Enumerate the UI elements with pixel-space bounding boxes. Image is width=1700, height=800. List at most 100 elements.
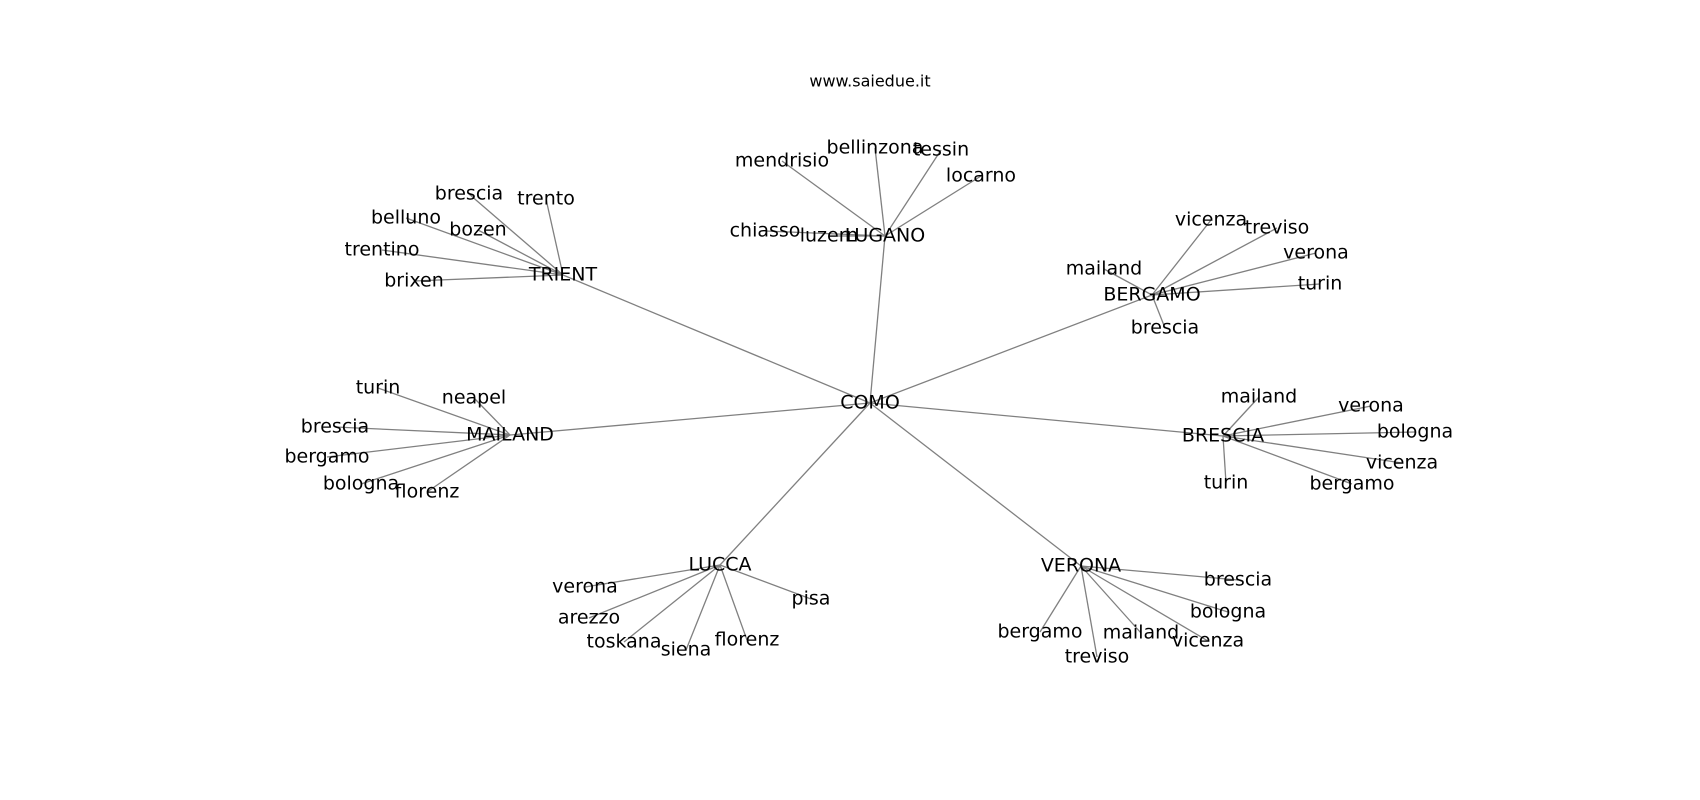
leaf-node-label-trient-brixen: brixen <box>384 270 444 292</box>
leaf-node-label-lugano-bellinzona: bellinzona <box>827 137 924 159</box>
edge-brescia-bergamo <box>1222 435 1353 485</box>
edge-mailand-bergamo <box>326 434 511 458</box>
leaf-node-label-bergamo-turin: turin <box>1298 273 1343 295</box>
edge-como-mailand <box>509 402 871 436</box>
edges <box>326 147 1416 658</box>
leaf-node-label-trient-belluno: belluno <box>371 207 441 229</box>
edge-verona-vicenza <box>1080 565 1209 642</box>
edge-mailand-bologna <box>360 434 511 485</box>
leaf-node-label-mailand-turin: turin <box>356 377 401 399</box>
site-title: www.saiedue.it <box>809 72 930 91</box>
edge-como-bergamo <box>869 294 1153 404</box>
edge-verona-treviso <box>1080 565 1098 658</box>
edge-bergamo-treviso <box>1151 227 1278 296</box>
edge-brescia-bologna <box>1222 431 1416 437</box>
edge-lucca-arezzo <box>588 564 721 619</box>
edge-verona-bologna <box>1080 565 1229 613</box>
edge-como-trient <box>562 274 871 404</box>
leaf-node-label-verona-mailand: mailand <box>1103 622 1179 644</box>
leaf-node-label-lucca-florenz: florenz <box>715 629 780 651</box>
edge-bergamo-turin <box>1151 283 1321 296</box>
edge-bergamo-vicenza <box>1151 219 1212 296</box>
leaf-node-label-brescia-bergamo: bergamo <box>1309 473 1394 495</box>
leaf-node-label-bergamo-brescia: brescia <box>1131 317 1199 339</box>
leaf-node-label-lucca-arezzo: arezzo <box>558 607 620 629</box>
edge-lugano-mendrisio <box>781 160 886 237</box>
edge-como-lucca <box>719 402 871 566</box>
leaf-node-label-lugano-tessin: tessin <box>913 139 969 161</box>
leaf-node-label-trient-brescia: brescia <box>435 183 503 205</box>
edge-trient-trentino <box>381 249 564 276</box>
leaf-node-label-mailand-bergamo: bergamo <box>284 446 369 468</box>
edge-lucca-siena <box>685 564 721 651</box>
leaf-node-label-lugano-chiasso: chiasso <box>730 220 801 242</box>
hub-node-label-verona: VERONA <box>1041 555 1121 577</box>
edge-lugano-locarno <box>884 175 982 237</box>
edge-bergamo-verona <box>1151 252 1317 296</box>
edge-trient-trento <box>545 198 564 276</box>
leaf-node-label-brescia-verona: verona <box>1338 395 1404 417</box>
leaf-node-label-lucca-pisa: pisa <box>792 588 831 610</box>
hub-node-label-lugano: LUGANO <box>845 225 925 247</box>
leaf-node-label-verona-brescia: brescia <box>1204 569 1272 591</box>
edge-brescia-mailand <box>1222 396 1260 437</box>
edge-como-verona <box>869 402 1082 567</box>
leaf-node-label-trient-trento: trento <box>517 188 575 210</box>
leaf-node-label-lugano-locarno: locarno <box>946 165 1016 187</box>
edge-como-brescia <box>869 402 1224 437</box>
leaf-node-label-trient-bozen: bozen <box>449 219 506 241</box>
edge-bergamo-brescia <box>1151 294 1166 329</box>
edge-brescia-verona <box>1222 405 1372 437</box>
leaf-node-label-lugano-luzern: luzern <box>800 225 859 247</box>
leaf-node-label-bergamo-mailand: mailand <box>1066 258 1142 280</box>
leaf-node-label-mailand-neapel: neapel <box>442 387 506 409</box>
edge-lugano-chiasso <box>764 230 886 237</box>
edge-lugano-bellinzona <box>874 147 886 237</box>
leaf-node-label-brescia-mailand: mailand <box>1221 386 1297 408</box>
leaf-node-label-bergamo-vicenza: vicenza <box>1175 209 1247 231</box>
leaf-node-label-verona-bologna: bologna <box>1190 601 1266 623</box>
edge-trient-bozen <box>477 229 564 276</box>
leaf-node-label-lucca-verona: verona <box>552 576 618 598</box>
leaf-node-label-brescia-vicenza: vicenza <box>1366 452 1438 474</box>
edge-lugano-tessin <box>884 149 942 237</box>
leaf-node-label-trient-trentino: trentino <box>345 239 420 261</box>
hub-node-label-brescia: BRESCIA <box>1182 425 1264 447</box>
leaf-node-label-brescia-turin: turin <box>1204 472 1249 494</box>
leaf-node-label-bergamo-treviso: treviso <box>1245 217 1310 239</box>
edge-bergamo-mailand <box>1103 268 1153 296</box>
edge-como-lugano <box>869 235 886 404</box>
edge-trient-brescia <box>468 193 564 276</box>
hub-node-label-lucca: LUCCA <box>688 554 751 576</box>
leaf-node-label-verona-bergamo: bergamo <box>997 621 1082 643</box>
leaf-node-label-lucca-siena: siena <box>661 639 712 661</box>
leaf-node-label-mailand-bologna: bologna <box>323 473 399 495</box>
leaf-node-label-verona-vicenza: vicenza <box>1172 630 1244 652</box>
edge-lucca-toskana <box>623 564 721 643</box>
edge-mailand-turin <box>377 387 511 436</box>
root-node-label: COMO <box>840 392 900 414</box>
hub-node-label-bergamo: BERGAMO <box>1103 284 1200 306</box>
edge-mailand-brescia <box>334 426 511 436</box>
edge-brescia-turin <box>1222 435 1227 484</box>
leaf-node-label-lugano-mendrisio: mendrisio <box>735 150 829 172</box>
edge-trient-belluno <box>405 217 564 276</box>
leaf-node-label-mailand-brescia: brescia <box>301 416 369 438</box>
edge-verona-mailand <box>1080 565 1142 634</box>
edge-lucca-verona <box>584 564 721 588</box>
edge-mailand-neapel <box>473 397 511 436</box>
edge-brescia-vicenza <box>1222 435 1403 464</box>
leaf-node-label-lucca-toskana: toskana <box>587 631 662 653</box>
leaf-node-label-brescia-bologna: bologna <box>1377 421 1453 443</box>
hub-node-label-mailand: MAILAND <box>466 424 554 446</box>
leaf-node-label-mailand-florenz: florenz <box>395 481 460 503</box>
leaf-node-label-verona-treviso: treviso <box>1065 646 1130 668</box>
leaf-node-label-bergamo-verona: verona <box>1283 242 1349 264</box>
edge-verona-brescia <box>1080 565 1239 581</box>
edge-lucca-florenz <box>719 564 748 641</box>
edge-lucca-pisa <box>719 564 812 600</box>
edge-verona-bergamo <box>1039 565 1082 633</box>
edge-mailand-florenz <box>426 434 511 493</box>
